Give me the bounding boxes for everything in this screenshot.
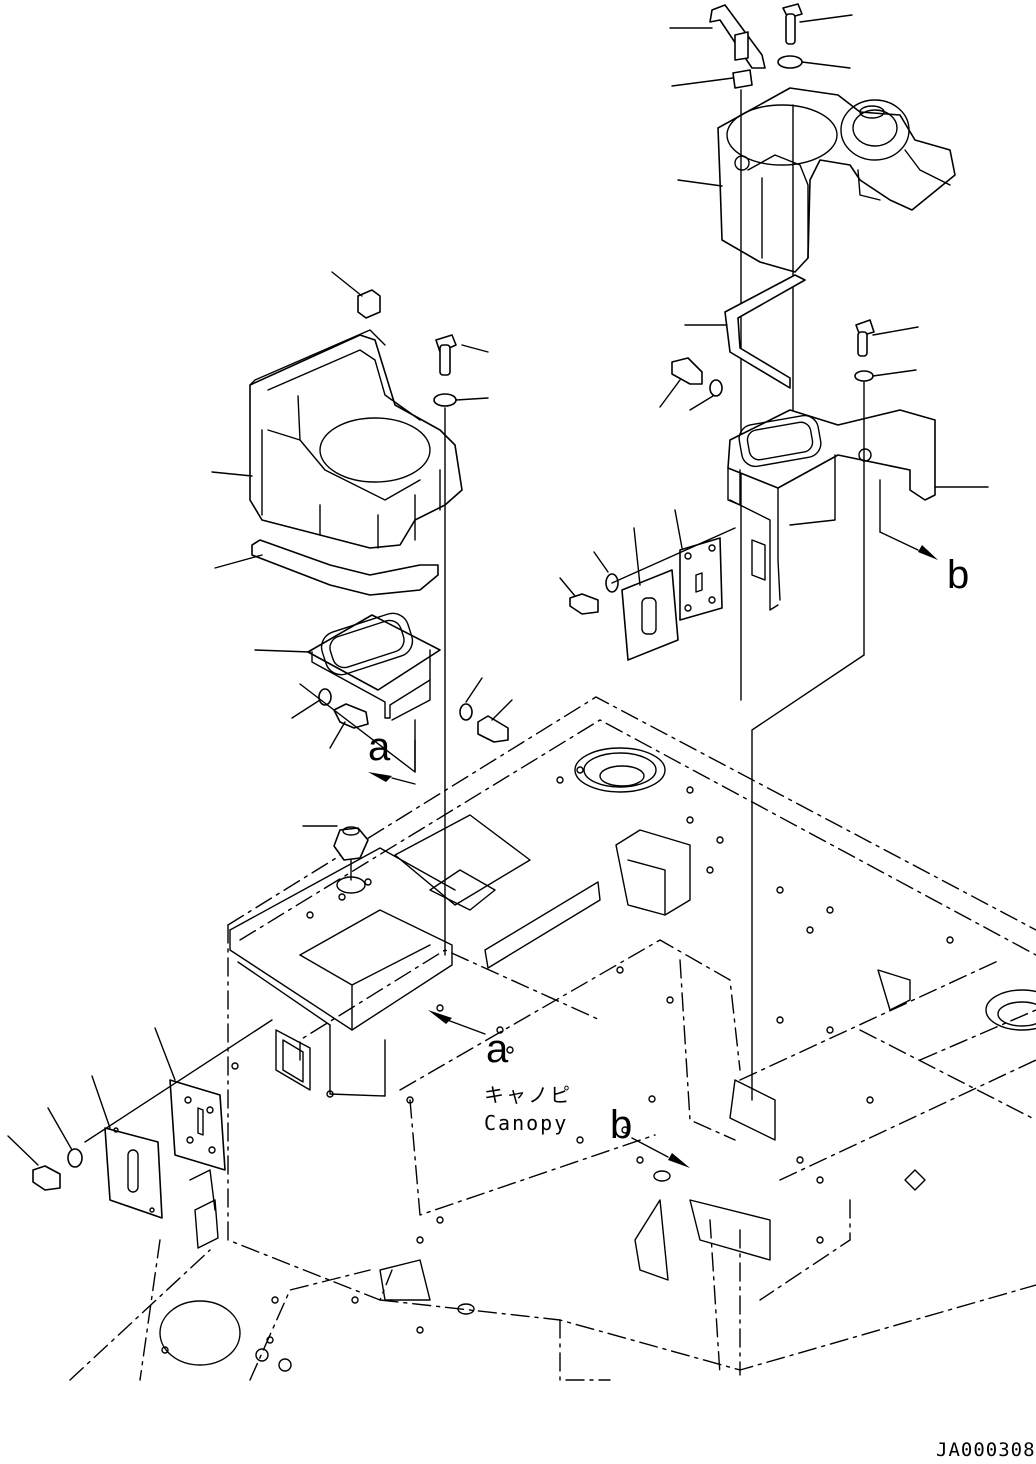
ref-label-b-lower: b (610, 1103, 632, 1147)
left-side-covers (7, 1019, 273, 1219)
left-console-base (189, 814, 531, 1249)
ref-label-b-upper: b (947, 553, 969, 597)
ref-label-a-lower: a (486, 1027, 509, 1071)
right-side-hardware (559, 319, 919, 1101)
arrows (368, 479, 938, 1168)
right-top-hardware (669, 3, 853, 701)
ref-label-a-upper: a (368, 725, 391, 769)
left-bracket-plate (254, 612, 441, 721)
left-cover-housing (211, 329, 463, 549)
left-seal-strip (214, 539, 439, 596)
right-seal-strip (684, 274, 806, 389)
canopy-floor-frame (69, 696, 1036, 1381)
right-bracket-plate (727, 409, 989, 611)
clip-part (331, 271, 381, 319)
canopy-label-en: Canopy (484, 1111, 568, 1135)
alignment-lines (299, 407, 446, 956)
left-hardware (291, 334, 513, 894)
drawing-code: JA000308 (936, 1439, 1036, 1461)
right-cover-housing (677, 87, 956, 273)
canopy-label-jp: キャノピ (484, 1083, 572, 1107)
